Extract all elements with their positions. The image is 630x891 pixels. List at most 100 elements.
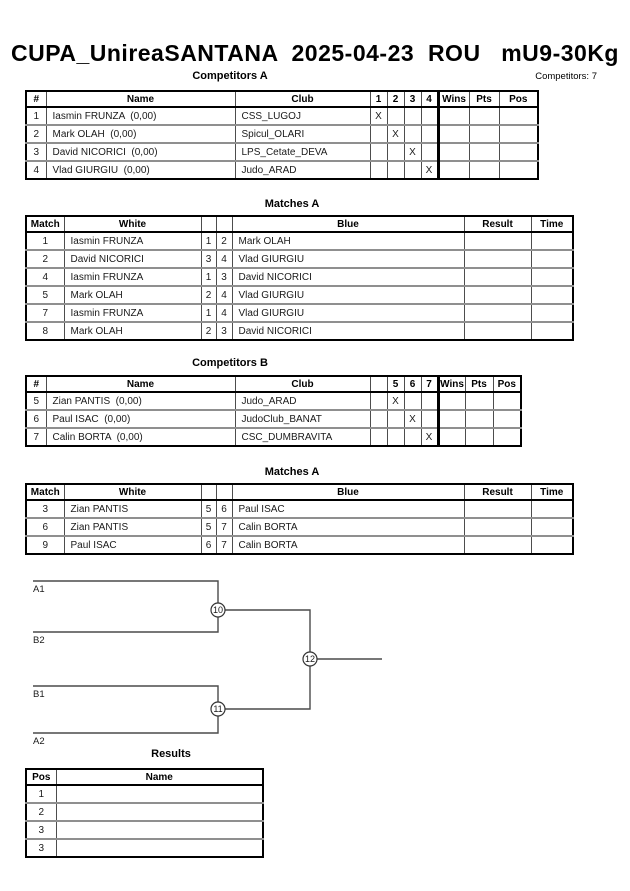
mark-cell <box>369 142 387 161</box>
col-header-blue: Blue <box>231 484 464 501</box>
wins-cell <box>436 142 469 161</box>
competitor-number: 5 <box>26 391 46 410</box>
time-cell <box>530 249 573 268</box>
white-name: David NICORICI <box>63 249 201 268</box>
competitor-number: 6 <box>26 409 46 428</box>
pos-cell <box>498 160 538 179</box>
pts-cell <box>468 124 499 143</box>
competitors-count: Competitors: 7 <box>535 71 597 82</box>
white-name: Mark OLAH <box>63 321 201 340</box>
bracket-pair-top-lines <box>33 580 219 633</box>
match-row: 9 Paul ISAC 6 7 Calin BORTA <box>26 535 573 554</box>
col-header-pts: Pts <box>464 376 493 393</box>
bracket-node-10-label: 10 <box>213 605 223 615</box>
col-header-blue: Blue <box>231 216 464 233</box>
pts-cell <box>464 409 493 428</box>
blue-seed: 4 <box>215 303 232 322</box>
mark-cell <box>369 391 387 410</box>
wins-cell <box>436 124 469 143</box>
col-header-wins: Wins <box>436 91 469 108</box>
col-header-num: # <box>26 376 46 393</box>
competitor-club: JudoClub_BANAT <box>234 409 370 428</box>
col-header-n2 <box>215 216 232 233</box>
col-header-club: Club <box>234 376 370 393</box>
mark-cell: X <box>420 160 438 179</box>
col-header-name: Name <box>55 769 263 786</box>
white-seed: 1 <box>200 267 216 286</box>
blue-seed: 7 <box>215 535 232 554</box>
col-header-name: Name <box>45 91 235 108</box>
col-header-match: Match <box>26 484 64 501</box>
white-name: Zian PANTIS <box>63 499 201 518</box>
table-header-row: Pos Name <box>26 769 263 786</box>
mark-cell: X <box>403 409 421 428</box>
blue-seed: 4 <box>215 249 232 268</box>
col-header-pos: Pos <box>492 376 521 393</box>
bracket-node-circle-10 <box>210 602 226 618</box>
white-name: Mark OLAH <box>63 285 201 304</box>
mark-cell <box>420 391 438 410</box>
blue-seed: 6 <box>215 499 232 518</box>
blue-name: David NICORICI <box>231 321 464 340</box>
blue-seed: 4 <box>215 285 232 304</box>
time-cell <box>530 321 573 340</box>
bracket-slot-b2-label: B2 <box>33 635 45 646</box>
pts-cell <box>468 142 499 161</box>
blue-name: Vlad GIURGIU <box>231 303 464 322</box>
wins-cell <box>436 391 465 410</box>
wins-cell <box>436 160 469 179</box>
bracket-node-circle-12 <box>302 651 318 667</box>
result-pos: 3 <box>26 820 56 839</box>
result-cell <box>463 249 531 268</box>
wins-cell <box>436 427 465 446</box>
match-number: 9 <box>26 535 64 554</box>
col-header-n1 <box>200 484 216 501</box>
section-title-matches-a1: Matches A <box>264 198 320 210</box>
competitor-row: 3 David NICORICI (0,00) LPS_Cetate_DEVA … <box>26 142 538 161</box>
pos-cell <box>492 391 521 410</box>
mark-cell <box>420 124 438 143</box>
section-title-competitors-b: Competitors B <box>192 357 268 369</box>
blue-name: Paul ISAC <box>231 499 464 518</box>
result-name <box>55 820 263 839</box>
table-header-row: # Name Club 1 2 3 4 Wins Pts Pos <box>26 91 538 108</box>
blue-name: Vlad GIURGIU <box>231 249 464 268</box>
bracket-slot-b1-label: B1 <box>33 689 45 700</box>
result-name <box>55 802 263 821</box>
match-row: 1 Iasmin FRUNZA 1 2 Mark OLAH <box>26 231 573 250</box>
col-header-white: White <box>63 484 201 501</box>
time-cell <box>530 499 573 518</box>
white-name: Iasmin FRUNZA <box>63 231 201 250</box>
competitors-a-table: # Name Club 1 2 3 4 Wins Pts Pos 1 Iasmi… <box>25 90 539 180</box>
match-number: 8 <box>26 321 64 340</box>
result-row: 3 <box>26 820 263 839</box>
competitor-number: 4 <box>26 160 46 179</box>
competitor-row: 1 Iasmin FRUNZA (0,00) CSS_LUGOJ X <box>26 106 538 125</box>
blue-seed: 3 <box>215 321 232 340</box>
col-header-time: Time <box>530 484 573 501</box>
mark-cell <box>403 391 421 410</box>
match-row: 8 Mark OLAH 2 3 David NICORICI <box>26 321 573 340</box>
mark-cell <box>386 427 404 446</box>
result-cell <box>463 499 531 518</box>
mark-cell <box>369 409 387 428</box>
result-cell <box>463 517 531 536</box>
result-pos: 1 <box>26 784 56 803</box>
blue-name: David NICORICI <box>231 267 464 286</box>
competitor-row: 5 Zian PANTIS (0,00) Judo_ARAD X <box>26 391 521 410</box>
section-title-matches-a2: Matches A <box>264 466 320 478</box>
col-header-result: Result <box>463 216 531 233</box>
col-header-pos: Pos <box>498 91 538 108</box>
mark-cell: X <box>420 427 438 446</box>
bracket-node-12-label: 12 <box>305 654 315 664</box>
mark-cell <box>386 106 404 125</box>
section-title-competitors-a: Competitors A <box>192 70 268 82</box>
competitor-club: CSC_DUMBRAVITA <box>234 427 370 446</box>
blue-name: Vlad GIURGIU <box>231 285 464 304</box>
white-seed: 2 <box>200 285 216 304</box>
competitor-name: Iasmin FRUNZA (0,00) <box>45 106 235 125</box>
mark-cell <box>369 160 387 179</box>
mark-cell <box>420 106 438 125</box>
competitor-number: 3 <box>26 142 46 161</box>
